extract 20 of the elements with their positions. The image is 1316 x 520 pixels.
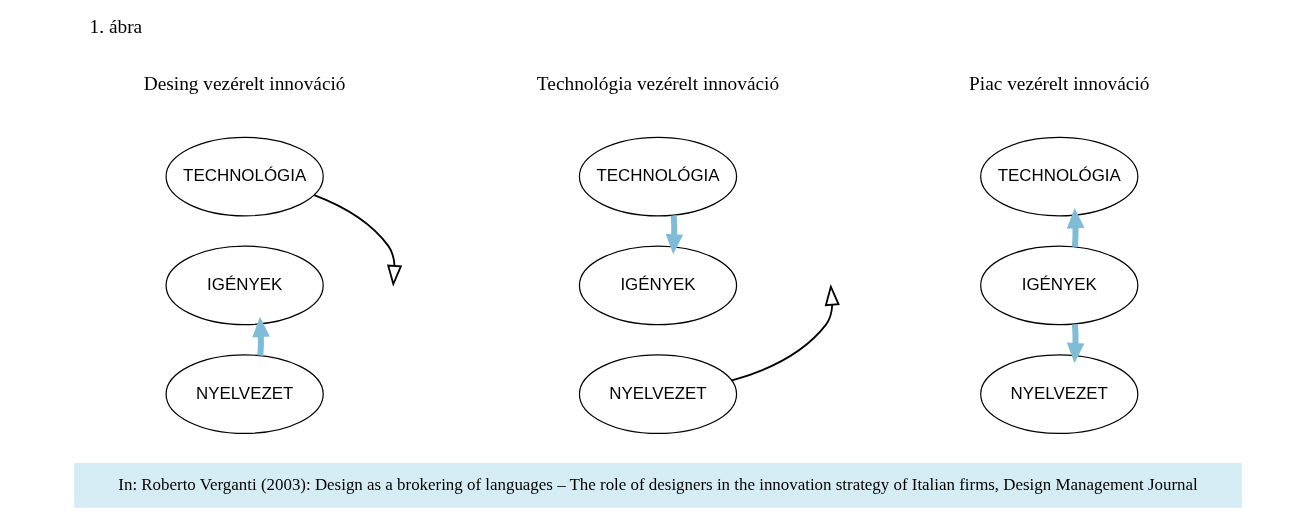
arrow: [1066, 324, 1085, 364]
node-ellipse: NYELVEZET: [980, 354, 1139, 435]
node-ellipse: TECHNOLÓGIA: [980, 136, 1139, 217]
node-ellipse: IGÉNYEK: [165, 245, 324, 326]
arrow: [665, 215, 684, 255]
arrow: [1066, 208, 1085, 248]
label: Technológia vezérelt innováció: [536, 72, 780, 94]
arrow: [731, 283, 840, 382]
node-ellipse: TECHNOLÓGIA: [165, 136, 324, 217]
label: Piac vezérelt innováció: [969, 72, 1150, 94]
arrow: [252, 316, 270, 356]
label: Desing vezérelt innováció: [143, 72, 346, 94]
node-ellipse: NYELVEZET: [578, 354, 738, 435]
node-ellipse: IGÉNYEK: [578, 245, 738, 326]
caption: In: Roberto Verganti (2003): Design as a brokering of languages – The role of designers in the innovation strategy of Italian firms, Design Management Journal: [118, 474, 1198, 494]
arrow: [313, 194, 403, 287]
diagram-title: 1. ábra: [89, 16, 143, 38]
node-ellipse: IGÉNYEK: [980, 245, 1139, 326]
node-ellipse: TECHNOLÓGIA: [578, 136, 738, 217]
node-ellipse: NYELVEZET: [165, 354, 324, 435]
